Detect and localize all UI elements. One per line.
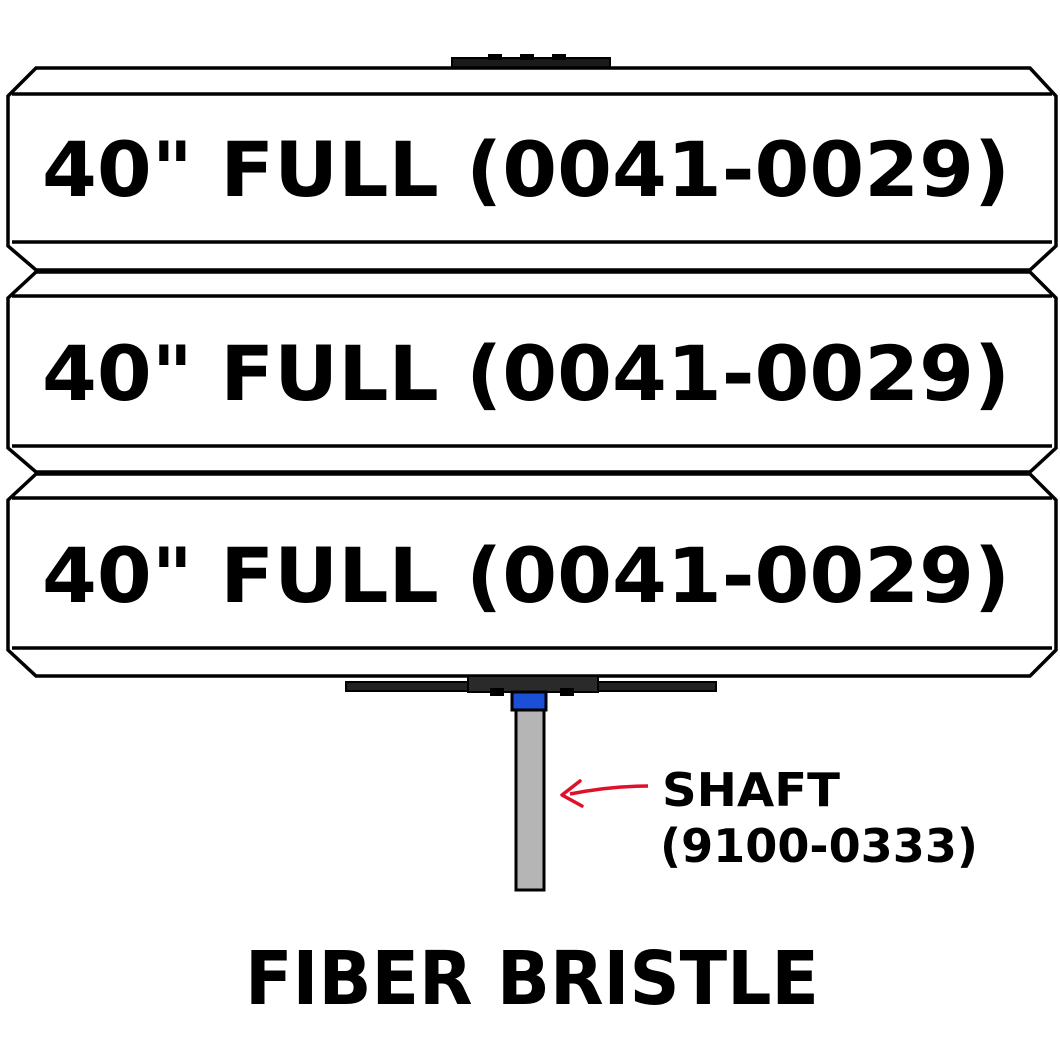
shaft-callout-arrow: [560, 779, 649, 808]
brush-section-3: 40" FULL (0041-0029): [6, 472, 1058, 678]
footer-title: FIBER BRISTLE: [245, 936, 819, 1022]
brush-section-1-label: 40" FULL (0041-0029): [42, 125, 1010, 214]
brush-section-2: 40" FULL (0041-0029): [6, 270, 1058, 474]
brush-section-2-body: [6, 270, 1058, 474]
shaft-collar: [510, 690, 548, 712]
brush-section-1: 40" FULL (0041-0029): [6, 66, 1058, 272]
shaft: [510, 690, 548, 892]
brush-section-1-body: [6, 66, 1058, 272]
shaft-callout-line1: SHAFT: [662, 763, 841, 817]
brush-section-2-label: 40" FULL (0041-0029): [42, 329, 1010, 418]
shaft-callout-line2: (9100-0333): [660, 819, 978, 873]
top-hub-detail: [451, 54, 611, 69]
shaft-rod: [514, 708, 546, 892]
brush-section-3-label: 40" FULL (0041-0029): [42, 531, 1010, 620]
brush-section-3-body: [6, 472, 1058, 678]
